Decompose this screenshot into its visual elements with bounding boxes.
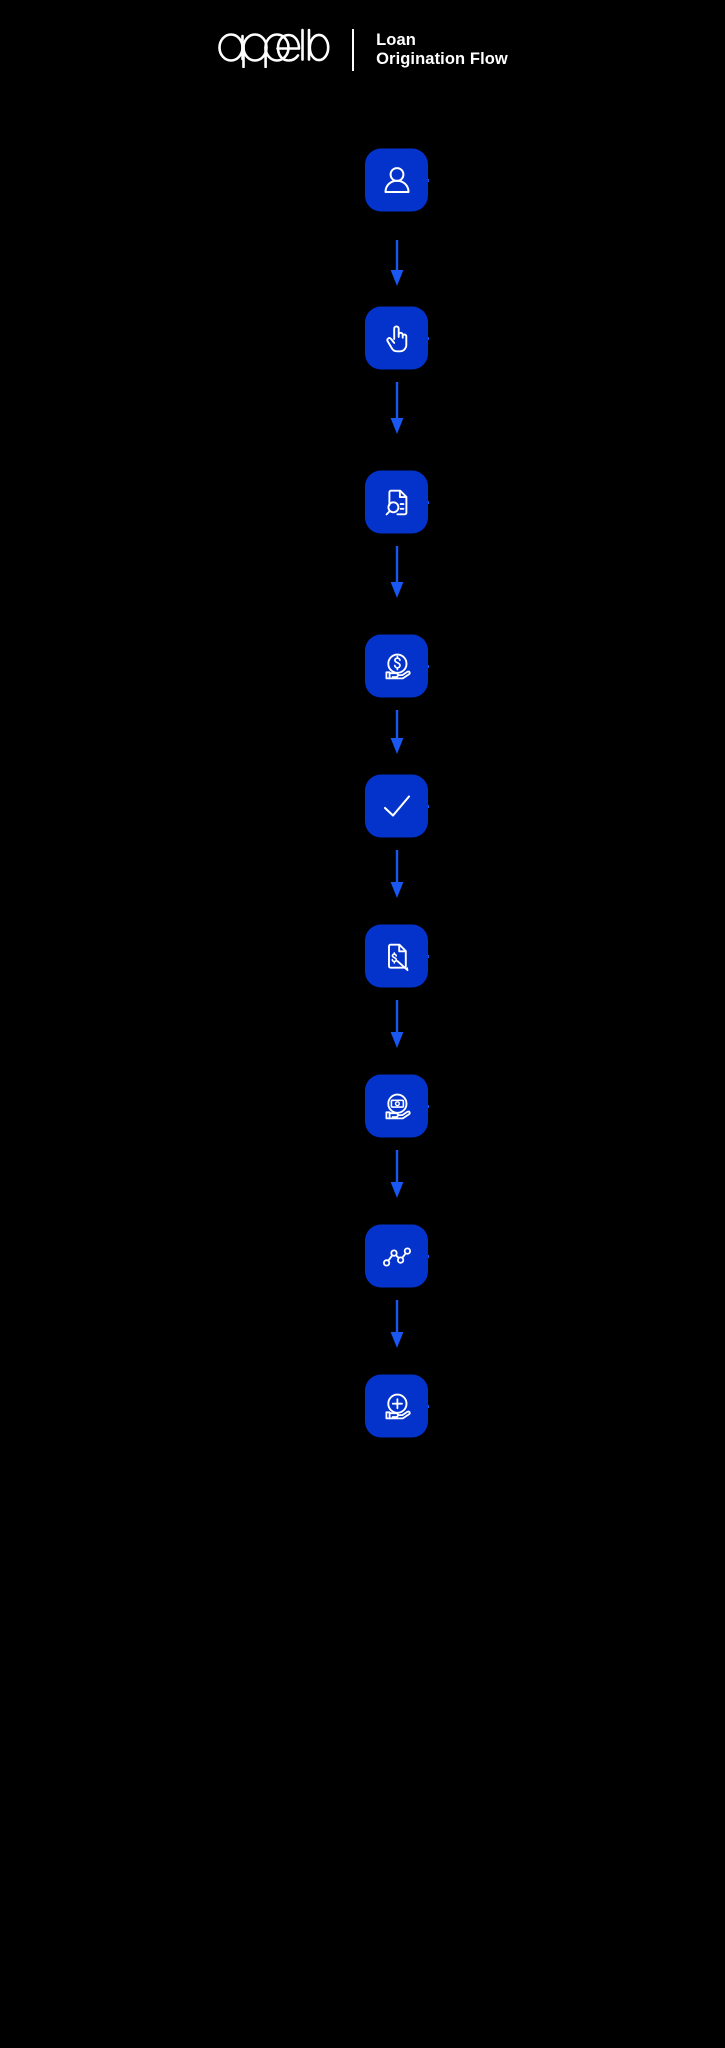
flow-arrow-2 (0, 380, 725, 460)
flow-step-9[interactable] (0, 1364, 725, 1448)
user-icon (380, 163, 414, 197)
step-tile-3[interactable] (365, 470, 428, 534)
flow-arrow-7 (0, 1148, 725, 1214)
arrow-down-icon (0, 544, 408, 624)
flow-step-3[interactable] (0, 460, 725, 544)
step-tile-2[interactable] (365, 306, 428, 370)
arrow-down-icon (0, 998, 408, 1064)
arrow-down-icon (0, 238, 408, 296)
flow-step-8[interactable] (0, 1214, 725, 1298)
page-header: Loan Origination Flow (0, 0, 725, 100)
step-tile-1[interactable] (365, 148, 428, 212)
brand-divider (352, 29, 355, 71)
hand-holding-dollar-coin-icon (380, 649, 414, 683)
flow-step-2[interactable] (0, 296, 725, 380)
flow-arrow-4 (0, 708, 725, 764)
step-tile-6[interactable] (365, 924, 428, 988)
document-dollar-sign-pen-icon (380, 939, 414, 973)
flow-step-6[interactable] (0, 914, 725, 998)
arrow-down-icon (0, 1298, 408, 1364)
checkmark-icon (379, 788, 415, 824)
flow-arrow-5 (0, 848, 725, 914)
appello-logo (217, 28, 330, 73)
flow-step-4[interactable] (0, 624, 725, 708)
step-tile-8[interactable] (365, 1224, 428, 1288)
step-tile-5[interactable] (365, 774, 428, 838)
flow-step-5[interactable] (0, 764, 725, 848)
step-tile-7[interactable] (365, 1074, 428, 1138)
flow-arrow-3 (0, 544, 725, 624)
step-tile-9[interactable] (365, 1374, 428, 1438)
pointing-hand-icon (380, 321, 414, 355)
document-search-icon (380, 485, 414, 519)
flow-step-7[interactable] (0, 1064, 725, 1148)
hand-holding-cash-icon (380, 1089, 414, 1123)
arrow-down-icon (0, 848, 408, 914)
hand-holding-plus-icon (380, 1389, 414, 1423)
flow-arrow-6 (0, 998, 725, 1064)
arrow-down-icon (0, 1148, 408, 1214)
step-tile-4[interactable] (365, 634, 428, 698)
brand-lockup: Loan Origination Flow (217, 28, 508, 73)
flow-step-1[interactable] (0, 122, 725, 238)
page-title: Loan Origination Flow (376, 30, 508, 68)
arrow-down-icon (0, 380, 408, 460)
line-chart-icon (380, 1239, 414, 1273)
flow-arrow-1 (0, 238, 725, 296)
arrow-down-icon (0, 708, 408, 764)
loan-origination-flow (0, 122, 725, 1448)
flow-arrow-8 (0, 1298, 725, 1364)
